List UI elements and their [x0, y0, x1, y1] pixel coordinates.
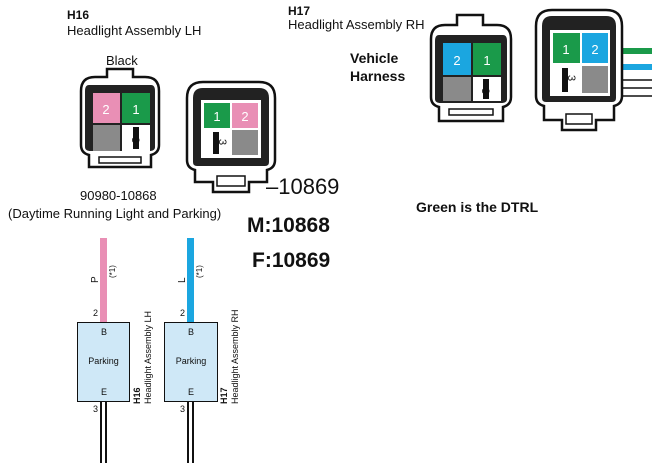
rh-side-code: H17 [219, 387, 229, 404]
female-part-number: F:10869 [252, 249, 331, 272]
h17-plug-pin-a: 2 [453, 53, 460, 68]
lh-side-name: Headlight Assembly LH [143, 310, 153, 404]
h16-name: Headlight Assembly LH [67, 23, 202, 38]
h16-code: H16 [67, 8, 90, 22]
h16-socket-pin-b: 2 [241, 109, 248, 124]
h16-plug-pin-a: 2 [102, 102, 109, 117]
lh-wire-note: (*1) [108, 265, 117, 278]
h17-socket-pin-a: 1 [562, 42, 569, 57]
harness-label-line2: Harness [350, 68, 406, 84]
lh-box-label: Parking [88, 356, 119, 366]
h17-plug-pin-c: 3 [479, 88, 491, 94]
rh-wire-color: L [177, 277, 188, 283]
rh-blue-wire [187, 238, 194, 322]
h16-plug-pin-b: 1 [132, 102, 139, 117]
lh-wire-color: P [90, 276, 101, 283]
h17-plug-pin-b: 1 [483, 53, 490, 68]
h17-plug-connector: 2 1 3 [429, 13, 513, 123]
lh-terminal-bottom: E [101, 387, 108, 397]
male-part-number: M:10868 [247, 214, 330, 237]
dtrl-note: Green is the DTRL [416, 199, 539, 215]
h16-plug-connector: 2 1 3 [79, 67, 161, 169]
lh-ground-wire-b [105, 402, 107, 463]
blue-wire [620, 64, 652, 70]
h16-plug-pin-1-cell [122, 93, 150, 123]
alt-part-number: –10869 [266, 174, 340, 199]
harness-label-line1: Vehicle [350, 50, 399, 66]
rh-pin-bottom: 3 [180, 404, 186, 414]
h16-plug-pin-2-cell [93, 93, 120, 123]
h16-plug-pin-c: 3 [129, 137, 141, 143]
lh-parking-box: B Parking E [77, 322, 130, 402]
rh-box-label: Parking [175, 356, 207, 366]
rh-terminal-bottom: E [188, 387, 195, 397]
rh-wire-note: (*1) [195, 265, 204, 278]
h16-part-number: 90980-10868 [80, 188, 157, 203]
lh-terminal-top: B [101, 327, 108, 337]
green-wire [620, 48, 652, 54]
h17-socket-connector: 1 2 3 [534, 8, 652, 132]
h17-name: Headlight Assembly RH [288, 17, 425, 32]
lh-pin-top: 2 [93, 308, 99, 318]
h16-socket-connector: 1 2 3 [185, 80, 277, 194]
rh-ground-wire-b [192, 402, 194, 463]
rh-side-name: Headlight Assembly RH [230, 309, 240, 404]
h17-socket-pin-b: 2 [591, 42, 598, 57]
h16-socket-pin-c: 3 [216, 139, 228, 145]
h16-socket-pin-a: 1 [213, 109, 220, 124]
lh-pink-wire [100, 238, 107, 322]
rh-terminal-top: B [188, 327, 195, 337]
h16-color-label: Black [106, 53, 138, 68]
rh-pin-top: 2 [180, 308, 186, 318]
lh-pin-bottom: 3 [93, 404, 99, 414]
lh-side-code: H16 [132, 387, 142, 404]
h17-socket-pin-c: 3 [565, 75, 577, 81]
h16-description: (Daytime Running Light and Parking) [8, 206, 222, 221]
h17-code: H17 [288, 4, 311, 18]
rh-ground-wire-a [187, 402, 189, 463]
lh-ground-wire-a [100, 402, 102, 463]
rh-parking-box: B Parking E [164, 322, 218, 402]
